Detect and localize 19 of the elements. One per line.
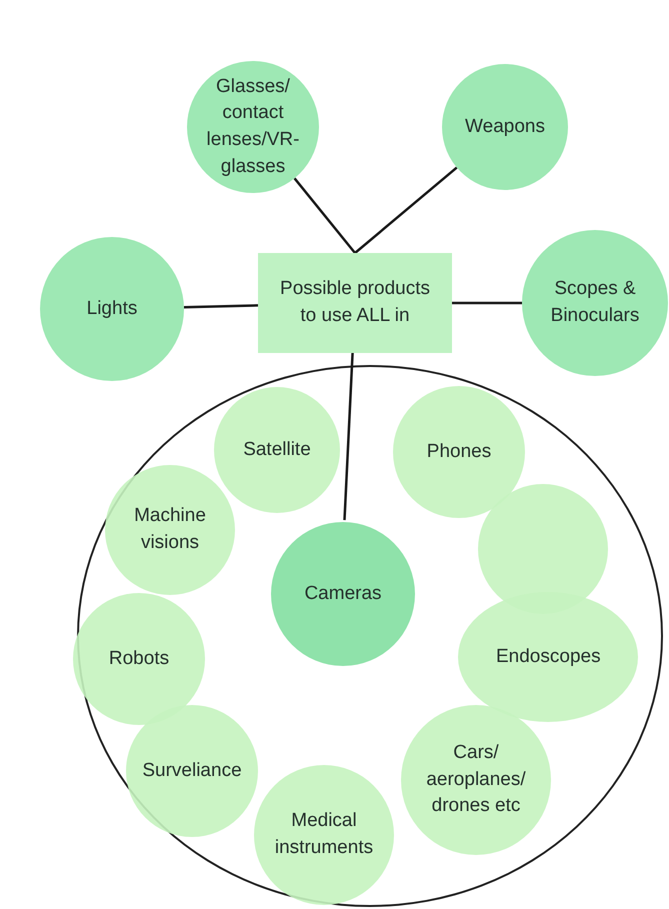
node-label: Possible products to use ALL in	[279, 277, 431, 328]
connector-line	[354, 166, 458, 254]
node-label: Lights	[86, 296, 138, 321]
node-label: Cars/ aeroplanes/ drones etc	[425, 741, 527, 818]
node-label: Medical instruments	[274, 809, 374, 860]
node-label: Scopes & Binoculars	[550, 277, 640, 328]
node-label: Glasses/ contact lenses/VR-glasses	[206, 74, 300, 179]
connector-line	[294, 178, 356, 254]
node-label: Surveliance	[141, 758, 243, 783]
connector-line	[184, 304, 258, 308]
node-label: Endoscopes	[495, 644, 602, 669]
node-label: Robots	[108, 646, 170, 671]
node-label: Cameras	[303, 582, 383, 606]
node-label: Machine visions	[133, 504, 207, 555]
center-box	[258, 253, 452, 353]
node-label: Satellite	[242, 438, 312, 462]
connector-line	[452, 302, 522, 304]
node-label: Weapons	[464, 114, 546, 139]
node-label: Phones	[426, 440, 492, 464]
